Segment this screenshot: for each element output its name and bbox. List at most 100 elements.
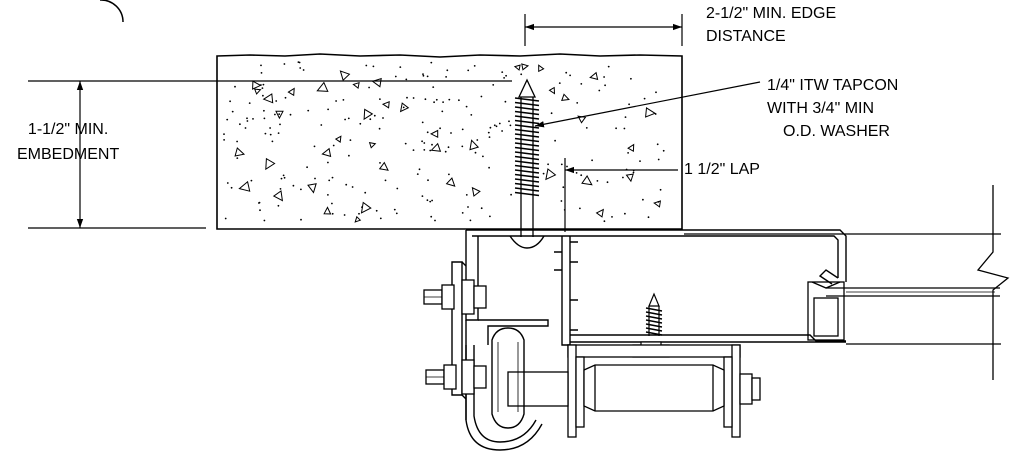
aggregate-dot xyxy=(655,91,657,94)
aggregate-dot xyxy=(331,212,334,215)
aggregate-dot xyxy=(328,179,331,182)
aggregate-dot xyxy=(423,149,426,151)
aggregate-dot xyxy=(369,118,372,121)
aggregate-dot xyxy=(378,127,381,130)
aggregate-dot xyxy=(343,214,346,216)
aggregate-stone xyxy=(272,190,284,202)
aggregate-dot xyxy=(501,71,504,73)
aggregate-dot xyxy=(248,102,251,104)
aggregate-dot xyxy=(501,130,503,132)
edge-distance-dimension xyxy=(524,14,683,46)
aggregate-dot xyxy=(422,74,425,77)
aggregate-dot xyxy=(585,127,588,129)
aggregate-dot xyxy=(231,110,234,113)
aggregate-dot xyxy=(260,72,263,74)
aggregate-dot xyxy=(444,150,447,153)
aggregate-stone xyxy=(363,108,374,121)
aggregate-stone xyxy=(262,93,274,104)
aggregate-dot xyxy=(418,168,421,171)
aggregate-dot xyxy=(359,122,362,125)
aggregate-dot xyxy=(542,172,545,175)
aggregate-dot xyxy=(547,163,549,166)
aggregate-dot xyxy=(327,161,329,164)
aggregate-dot xyxy=(560,200,563,202)
aggregate-dot xyxy=(639,160,641,163)
aggregate-dot xyxy=(358,212,360,215)
aggregate-stone xyxy=(627,143,635,153)
aggregate-dot xyxy=(365,64,368,67)
aggregate-dot xyxy=(264,132,267,135)
aggregate-dot xyxy=(282,174,285,177)
aggregate-dot xyxy=(429,200,432,203)
aggregate-dot xyxy=(473,65,476,67)
aggregate-dot xyxy=(426,131,429,134)
aggregate-dot xyxy=(275,100,278,102)
aggregate-stone xyxy=(561,93,570,101)
aggregate-dot xyxy=(278,113,281,115)
aggregate-dot xyxy=(448,173,450,176)
aggregate-stone xyxy=(521,63,530,71)
aggregate-dot xyxy=(299,67,302,69)
aggregate-stone xyxy=(321,147,332,158)
aggregate-dot xyxy=(260,64,262,67)
aggregate-dot xyxy=(495,125,498,128)
aggregate-dot xyxy=(229,100,232,103)
aggregate-dot xyxy=(226,118,229,121)
aggregate-stone xyxy=(378,161,389,171)
aggregate-dot xyxy=(307,109,310,112)
aggregate-dot xyxy=(442,101,444,103)
aggregate-dot xyxy=(643,97,646,100)
aggregate-stone xyxy=(429,129,439,139)
aggregate-dot xyxy=(558,82,561,84)
aggregate-dot xyxy=(412,97,415,99)
aggregate-dot xyxy=(348,154,350,157)
aggregate-dot xyxy=(489,215,491,218)
aggregate-dot xyxy=(375,209,378,212)
aggregate-dot xyxy=(461,212,464,214)
aggregate-dot xyxy=(433,101,435,104)
aggregate-dot xyxy=(550,112,553,115)
aggregate-dot xyxy=(300,188,302,191)
aggregate-dot xyxy=(489,126,492,129)
aggregate-dot xyxy=(596,180,599,182)
aggregate-stone xyxy=(399,102,410,113)
aggregate-dot xyxy=(373,114,376,117)
aggregate-dot xyxy=(402,106,405,109)
tapcon-label: 1/4" ITW TAPCON WITH 3/4" MIN O.D. WASHE… xyxy=(767,76,898,141)
aggregate-dot xyxy=(399,66,402,68)
aggregate-dot xyxy=(279,123,281,126)
aggregate-dot xyxy=(628,103,630,106)
aggregate-dot xyxy=(364,191,367,194)
aggregate-dot xyxy=(394,75,397,78)
aggregate-dot xyxy=(554,139,556,142)
aggregate-dot xyxy=(492,84,495,86)
aggregate-dot xyxy=(327,108,329,111)
aggregate-dot xyxy=(576,102,579,104)
aggregate-dot xyxy=(384,179,387,182)
aggregate-dot xyxy=(622,176,624,179)
aggregate-dot xyxy=(279,188,282,190)
aggregate-dot xyxy=(416,173,419,176)
aggregate-dot xyxy=(482,155,484,158)
edge-distance-line1: 2-1/2" MIN. EDGE xyxy=(706,5,837,22)
frame-extrusion xyxy=(465,229,847,420)
lap-label: 1 1/2" LAP xyxy=(684,161,760,178)
edge-distance-line2: DISTANCE xyxy=(706,28,786,45)
aggregate-dot xyxy=(379,217,382,220)
aggregate-dot xyxy=(498,122,501,125)
embedment-label: 1-1/2" MIN. EMBEDMENT xyxy=(17,120,119,164)
aggregate-dot xyxy=(412,149,415,152)
aggregate-dot xyxy=(603,76,605,78)
aggregate-dot xyxy=(331,176,334,179)
embedment-dimension xyxy=(28,80,512,229)
aggregate-dot xyxy=(421,140,423,143)
aggregate-dot xyxy=(429,149,432,152)
aggregate-dot xyxy=(283,176,286,179)
aggregate-stone xyxy=(371,77,382,88)
aggregate-dot xyxy=(493,124,496,127)
aggregate-dot xyxy=(642,198,644,201)
aggregate-dot xyxy=(431,199,433,202)
aggregate-dot xyxy=(344,118,346,121)
aggregate-dot xyxy=(393,208,396,211)
aggregate-dot xyxy=(430,61,433,64)
